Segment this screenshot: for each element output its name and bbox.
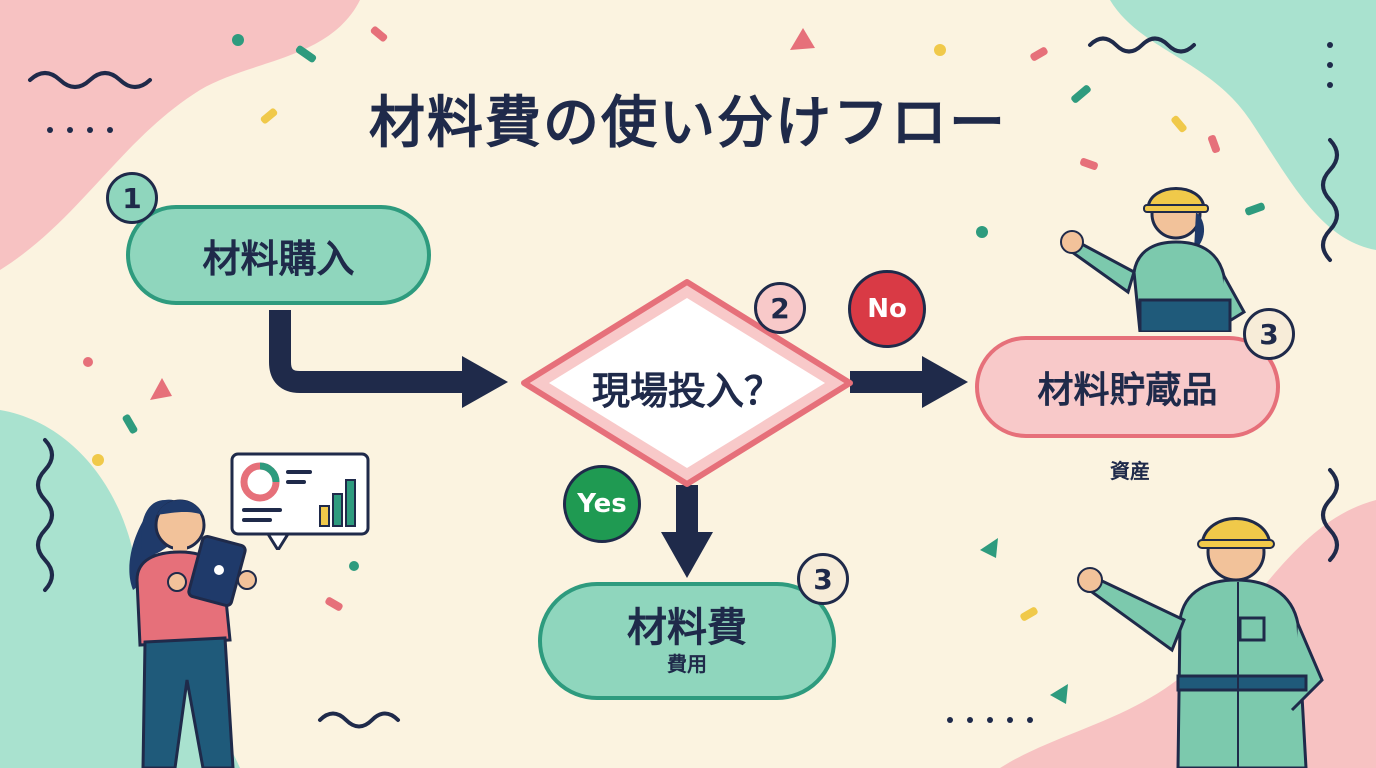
squiggle	[1321, 138, 1339, 262]
squiggle	[1088, 36, 1196, 54]
squiggle	[28, 71, 152, 89]
node-expense-label: 材料費	[627, 605, 747, 651]
arrowhead	[661, 532, 713, 578]
blob-top-right	[1110, 0, 1376, 250]
worker-woman-helmet-icon	[1060, 187, 1247, 332]
woman-with-tablet-icon	[129, 499, 257, 768]
blob-top-left	[0, 0, 360, 270]
step-badge-3-expense: 3	[797, 553, 849, 605]
worker-man-helmet-icon	[1077, 517, 1324, 768]
step-badge-1: 1	[106, 172, 158, 224]
node-expense-sub: 費用	[667, 652, 707, 676]
node-inventory-label: 材料貯蔵品	[1037, 370, 1218, 411]
node-inventory: 材料貯蔵品	[975, 336, 1280, 438]
decision-diamond	[521, 279, 853, 487]
arrow-purchase-to-decision	[269, 310, 470, 393]
squiggle	[318, 711, 400, 729]
arrowhead	[922, 356, 968, 408]
step-badge-3-inventory: 3	[1243, 308, 1295, 360]
branch-yes-badge: Yes	[563, 465, 641, 543]
branch-no-badge: No	[848, 270, 926, 348]
dot-row	[47, 42, 1333, 723]
node-inventory-sub: 資産	[1110, 459, 1150, 483]
node-expense: 材料費 費用	[538, 582, 836, 700]
arrowhead	[462, 356, 508, 408]
step-badge-2: 2	[754, 282, 806, 334]
chart-panel-icon	[230, 452, 370, 550]
squiggle	[36, 438, 54, 592]
confetti	[83, 26, 1265, 704]
node-purchase: 材料購入	[126, 205, 431, 305]
squiggle	[1321, 468, 1339, 562]
decision-label: 現場投入？	[591, 369, 782, 413]
page-title: 材料費の使い分けフロー	[369, 91, 1007, 156]
node-purchase-label: 材料購入	[202, 236, 355, 281]
